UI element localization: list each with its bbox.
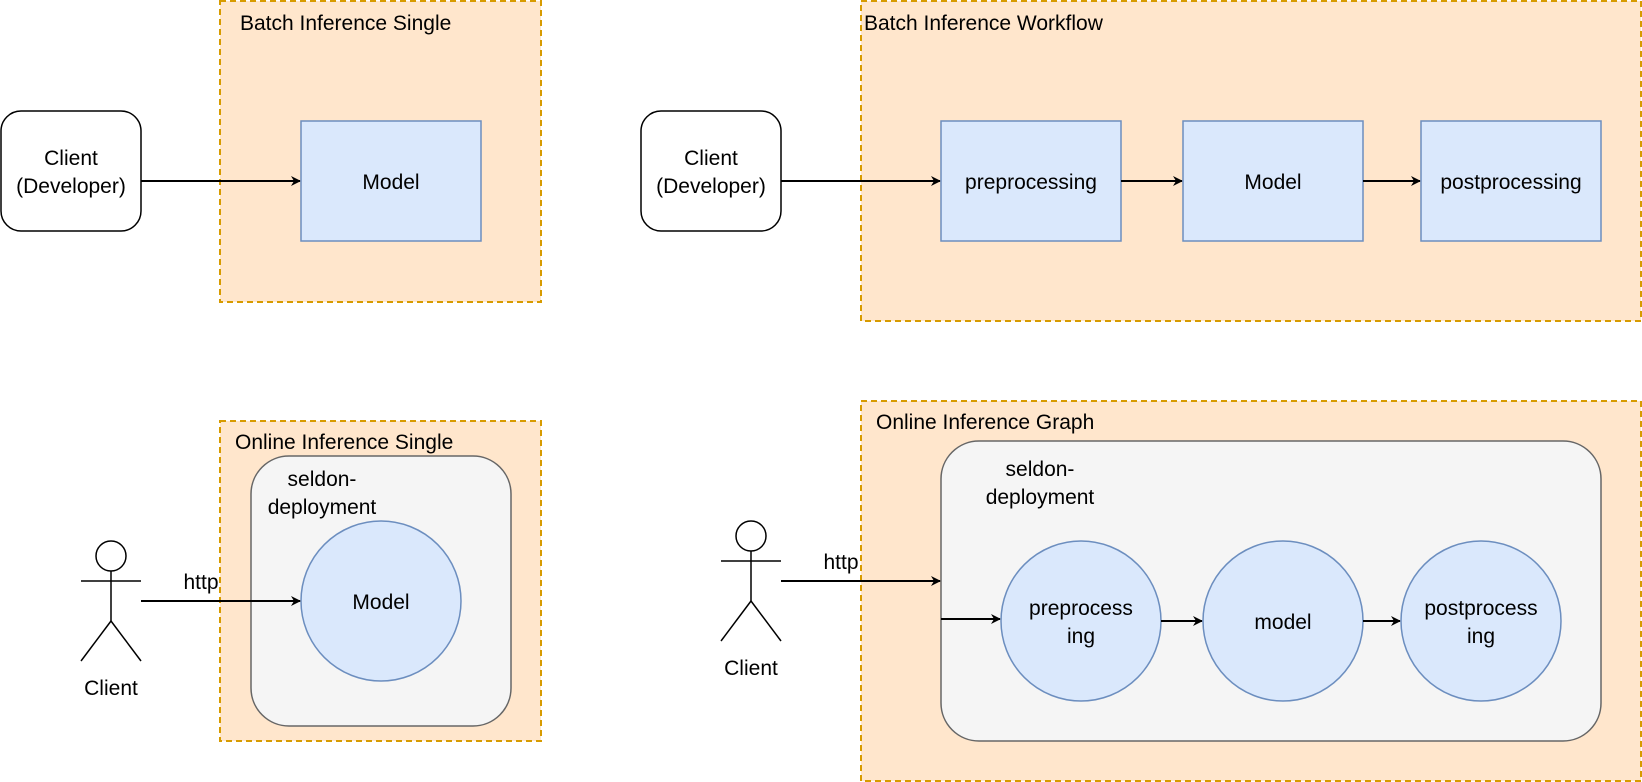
batch-inference-single-section: Batch Inference Single Client (Developer… bbox=[0, 0, 542, 303]
batch-workflow-client-label-line2: (Developer) bbox=[656, 175, 766, 198]
online-single-container-label-line2: deployment bbox=[268, 496, 377, 519]
batch-workflow-preprocessing-label: preprocessing bbox=[965, 171, 1097, 194]
batch-workflow-model-node[interactable] bbox=[1182, 120, 1364, 242]
batch-workflow-model-label: Model bbox=[1244, 171, 1301, 194]
batch-workflow-client-box[interactable] bbox=[640, 110, 782, 232]
online-graph-container-label-line2: deployment bbox=[986, 486, 1095, 509]
online-single-http-label: http bbox=[183, 571, 218, 594]
batch-workflow-postprocessing-label: postprocessing bbox=[1440, 171, 1581, 194]
online-graph-client-actor-icon[interactable] bbox=[720, 520, 782, 642]
batch-workflow-preprocessing-node[interactable] bbox=[940, 120, 1122, 242]
online-graph-http-label: http bbox=[823, 551, 858, 574]
online-inference-graph-section: Online Inference Graph seldon- deploymen… bbox=[720, 400, 1642, 782]
batch-single-model-label: Model bbox=[362, 171, 419, 194]
batch-single-model-node[interactable] bbox=[300, 120, 482, 242]
batch-workflow-client-label-line1: Client bbox=[684, 147, 738, 170]
online-inference-single-section: Online Inference Single seldon- deployme… bbox=[80, 420, 542, 742]
batch-single-client-label-line2: (Developer) bbox=[16, 175, 126, 198]
batch-single-client-box[interactable] bbox=[0, 110, 142, 232]
online-single-model-label: Model bbox=[352, 591, 409, 614]
batch-single-client-label-line1: Client bbox=[44, 147, 98, 170]
online-graph-client-label: Client bbox=[724, 657, 778, 680]
online-graph-container-label-line1: seldon- bbox=[1006, 458, 1075, 481]
online-graph-preprocessing-label-line2: ing bbox=[1067, 625, 1095, 648]
online-graph-postprocessing-node[interactable] bbox=[1400, 540, 1562, 702]
online-single-client-actor-icon[interactable] bbox=[80, 540, 142, 662]
online-graph-preprocessing-node[interactable] bbox=[1000, 540, 1162, 702]
online-single-title: Online Inference Single bbox=[235, 431, 453, 454]
batch-inference-workflow-section: Batch Inference Workflow Client (Develop… bbox=[640, 0, 1642, 322]
online-graph-model-label: model bbox=[1254, 611, 1311, 634]
online-graph-postprocessing-label-line2: ing bbox=[1467, 625, 1495, 648]
online-graph-postprocessing-label-line1: postprocess bbox=[1424, 597, 1537, 620]
batch-workflow-title: Batch Inference Workflow bbox=[864, 12, 1104, 35]
online-single-model-node[interactable] bbox=[300, 520, 462, 682]
online-single-client-label: Client bbox=[84, 677, 138, 700]
online-single-container-label-line1: seldon- bbox=[288, 468, 357, 491]
batch-workflow-postprocessing-node[interactable] bbox=[1420, 120, 1602, 242]
online-graph-preprocessing-label-line1: preprocess bbox=[1029, 597, 1133, 620]
batch-single-title: Batch Inference Single bbox=[240, 12, 451, 35]
online-graph-title: Online Inference Graph bbox=[876, 411, 1094, 434]
